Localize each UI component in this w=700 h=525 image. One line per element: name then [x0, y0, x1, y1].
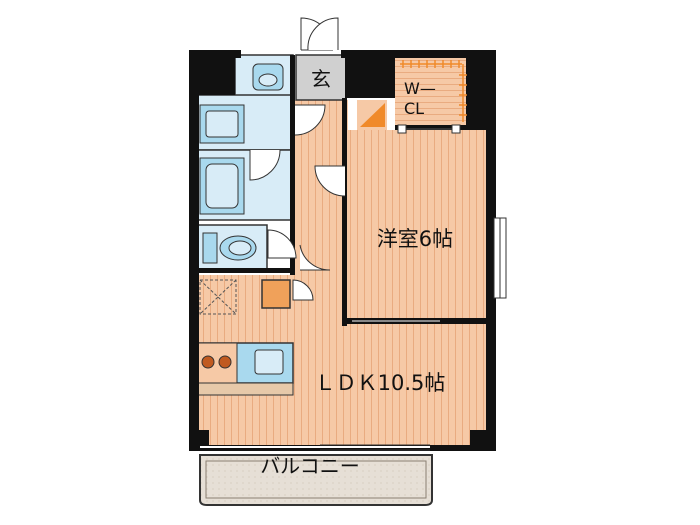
western-room-label: 洋室6帖 [377, 227, 453, 251]
wcl-label-line2: CL [404, 99, 424, 118]
stove-burner-icon [218, 355, 232, 369]
washbasin-icon [199, 104, 245, 144]
kitchen-counter [196, 342, 294, 396]
balcony: バルコニー [199, 454, 433, 506]
wcl-label-line1: W— [404, 79, 436, 98]
ldk-label: ＬＤＫ10.5帖 [315, 371, 446, 395]
sink-icon [254, 349, 284, 375]
stove-burner-icon [201, 355, 215, 369]
closet-rod [400, 60, 467, 122]
fixtures [196, 63, 294, 396]
toilet-icon [252, 63, 284, 91]
entrance-label: 玄 [311, 67, 331, 91]
walls [189, 50, 496, 451]
toilet-icon [202, 232, 257, 264]
bathtub-icon [199, 157, 245, 215]
storage-box [261, 279, 291, 309]
doors [200, 17, 507, 451]
balcony-label: バルコニー [260, 454, 360, 478]
washer-pan-icon [199, 279, 237, 315]
